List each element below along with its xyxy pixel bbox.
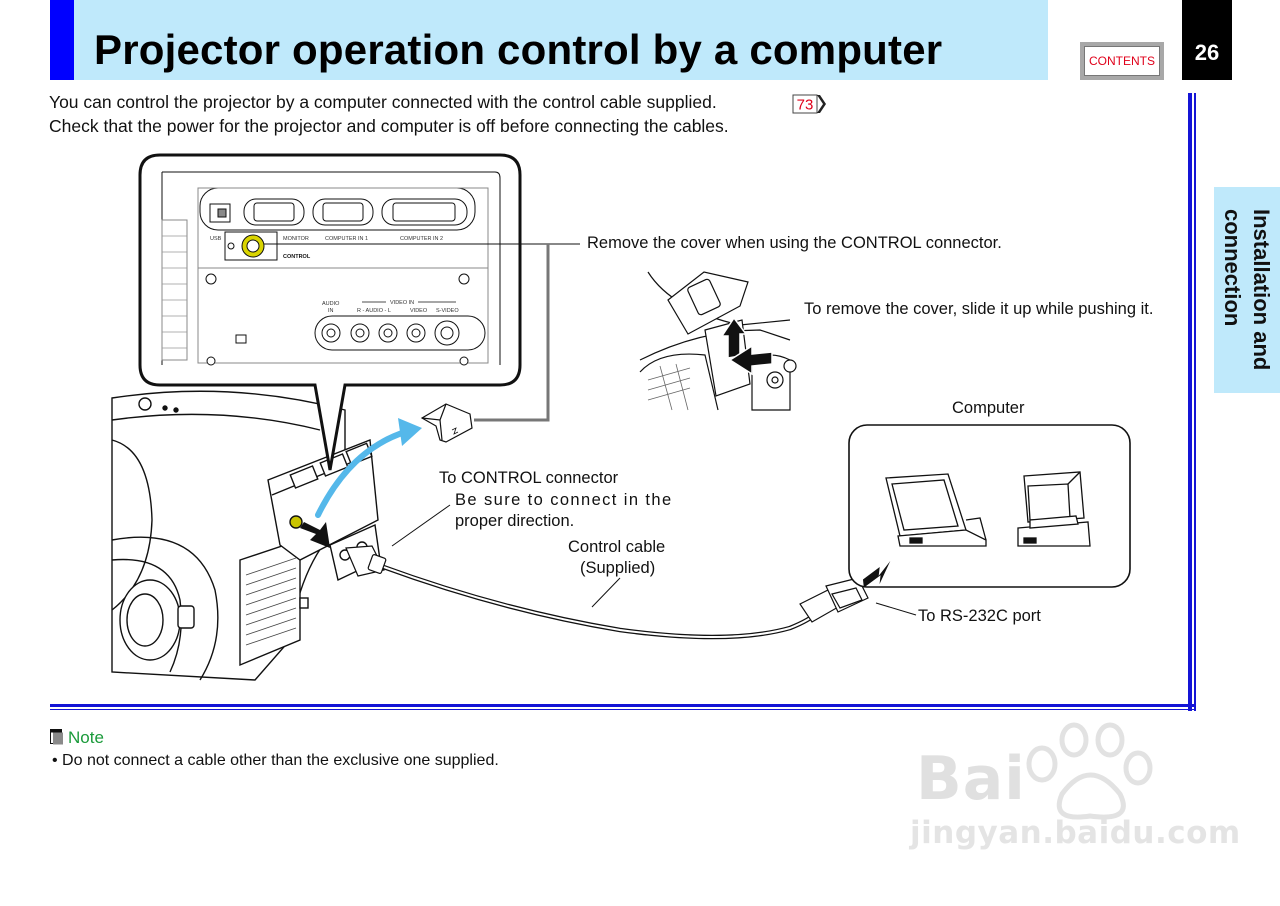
note-item: • Do not connect a cable other than the … [52, 752, 499, 769]
page-title: Projector operation control by a compute… [94, 26, 943, 73]
laptop-illustration [885, 473, 987, 547]
section-tab-label: Installation and connection [1220, 209, 1274, 371]
page-reference-number: 73 [797, 97, 814, 114]
panel-usb-label: USB [210, 236, 222, 242]
connector-cover-illustration [420, 403, 473, 443]
right-rule [1188, 93, 1192, 711]
cover-removal-arrow [315, 418, 422, 518]
terminal-panel-illustration [161, 171, 501, 366]
note-title: Note [68, 728, 104, 747]
title-accent-bar [50, 0, 74, 80]
contents-button[interactable]: CONTENTS [1080, 42, 1164, 80]
panel-control-label: CONTROL [283, 254, 311, 260]
watermark-url: jingyan.baidu.com [910, 815, 1241, 851]
right-rule-thin [1194, 93, 1196, 711]
computer-label: Computer [952, 399, 1025, 417]
bottom-rule [50, 704, 1196, 707]
remove-cover-label: Remove the cover when using the CONTROL … [587, 234, 1002, 252]
panel-r-audio-l-label: R - AUDIO - L [357, 308, 391, 314]
computer-frame [848, 424, 1131, 588]
bottom-rule-thin [50, 709, 1196, 710]
control-connector-label: To CONTROL connector [439, 469, 619, 487]
intro-line-1: You can control the projector by a compu… [49, 92, 717, 112]
intro-line-2: Check that the power for the projector a… [49, 116, 729, 136]
rs232-plug [799, 577, 869, 623]
panel-audio-label: AUDIO [322, 301, 340, 307]
panel-video-in-label: VIDEO IN [390, 300, 414, 306]
direction-note-line-2: proper direction. [455, 512, 575, 530]
page-number: 26 [1194, 40, 1220, 65]
panel-video-label: VIDEO [410, 308, 428, 314]
note-icon [50, 729, 63, 745]
plug-in-arrow-projector [300, 522, 330, 548]
watermark-brand: Bai [916, 744, 1026, 814]
panel-computer-in-1-label: COMPUTER IN 1 [325, 236, 368, 242]
paw-watermark-icon [1026, 722, 1153, 820]
direction-note-line-1: Be sure to connect in the [455, 491, 673, 509]
control-cable [377, 562, 820, 640]
control-cable-supplied-label: (Supplied) [580, 559, 656, 577]
cover-removal-inset-illustration [639, 271, 797, 411]
desktop-computer-illustration [1017, 471, 1091, 547]
panel-computer-in-2-label: COMPUTER IN 2 [400, 236, 443, 242]
panel-in-label: IN [328, 308, 334, 314]
control-cable-label: Control cable [568, 538, 666, 556]
terminal-panel-labels: USB MONITOR COMPUTER IN 1 COMPUTER IN 2 … [210, 236, 459, 314]
slide-cover-label: To remove the cover, slide it up while p… [804, 300, 1154, 318]
push-in-arrow [728, 344, 773, 376]
panel-monitor-label: MONITOR [283, 236, 309, 242]
page-number-box [1182, 0, 1232, 80]
contents-button-label: CONTENTS [1084, 46, 1160, 76]
projector-body-illustration [111, 390, 381, 681]
title-bar [50, 0, 1048, 80]
section-tab[interactable] [1214, 187, 1280, 393]
panel-s-video-label: S-VIDEO [436, 308, 459, 314]
page-reference-link[interactable]: 73 [792, 94, 826, 114]
rs232-port-label: To RS-232C port [918, 607, 1041, 625]
control-cable-plug [345, 545, 387, 577]
plug-in-arrow-computer [862, 561, 891, 588]
